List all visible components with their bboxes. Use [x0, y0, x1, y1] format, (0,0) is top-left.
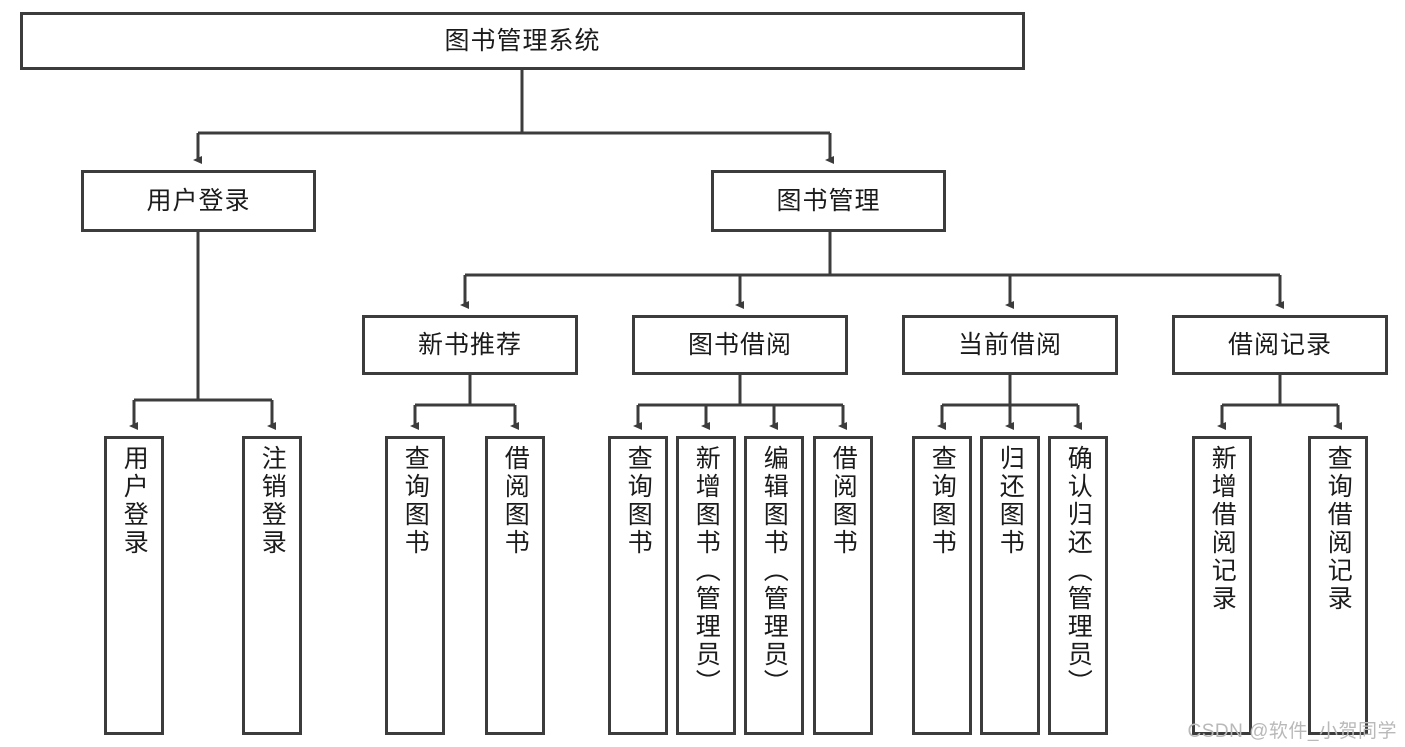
- node-user-login[interactable]: 用户登录: [81, 170, 316, 232]
- leaf-user-login-login[interactable]: 用户登录: [104, 436, 164, 735]
- leaf-recommend-query-book[interactable]: 查询图书: [385, 436, 445, 735]
- leaf-label: 借阅图书: [501, 445, 530, 557]
- leaf-record-add-record[interactable]: 新增借阅记录: [1192, 436, 1252, 735]
- leaf-label: 注销登录: [258, 445, 287, 557]
- node-book-borrow[interactable]: 图书借阅: [632, 315, 848, 375]
- leaf-label: 查询图书: [624, 445, 653, 557]
- leaf-current-return-book[interactable]: 归还图书: [980, 436, 1040, 735]
- leaf-borrow-edit-book-admin[interactable]: 编辑图书（管理员）: [744, 436, 804, 735]
- leaf-label: 归还图书: [996, 445, 1025, 557]
- leaf-borrow-borrow-book[interactable]: 借阅图书: [813, 436, 873, 735]
- node-book-management[interactable]: 图书管理: [711, 170, 946, 232]
- node-borrow-record[interactable]: 借阅记录: [1172, 315, 1388, 375]
- leaf-label: 新增借阅记录: [1208, 445, 1237, 613]
- csdn-watermark: CSDN @软件_小贺同学: [1187, 721, 1397, 742]
- leaf-borrow-add-book-admin[interactable]: 新增图书（管理员）: [676, 436, 736, 735]
- leaf-record-query-record[interactable]: 查询借阅记录: [1308, 436, 1368, 735]
- leaf-label: 查询图书: [401, 445, 430, 557]
- leaf-label: 查询借阅记录: [1324, 445, 1353, 613]
- leaf-current-confirm-return-admin[interactable]: 确认归还（管理员）: [1048, 436, 1108, 735]
- leaf-label: 用户登录: [120, 445, 149, 557]
- leaf-current-query-book[interactable]: 查询图书: [912, 436, 972, 735]
- leaf-label: 新增图书（管理员）: [692, 445, 721, 697]
- leaf-user-login-logout[interactable]: 注销登录: [242, 436, 302, 735]
- leaf-label: 确认归还（管理员）: [1064, 445, 1093, 697]
- leaf-recommend-borrow-book[interactable]: 借阅图书: [485, 436, 545, 735]
- leaf-borrow-query-book[interactable]: 查询图书: [608, 436, 668, 735]
- leaf-label: 查询图书: [928, 445, 957, 557]
- leaf-label: 编辑图书（管理员）: [760, 445, 789, 697]
- node-new-book-recommend[interactable]: 新书推荐: [362, 315, 578, 375]
- node-root-system[interactable]: 图书管理系统: [20, 12, 1025, 70]
- node-current-borrow[interactable]: 当前借阅: [902, 315, 1118, 375]
- leaf-label: 借阅图书: [829, 445, 858, 557]
